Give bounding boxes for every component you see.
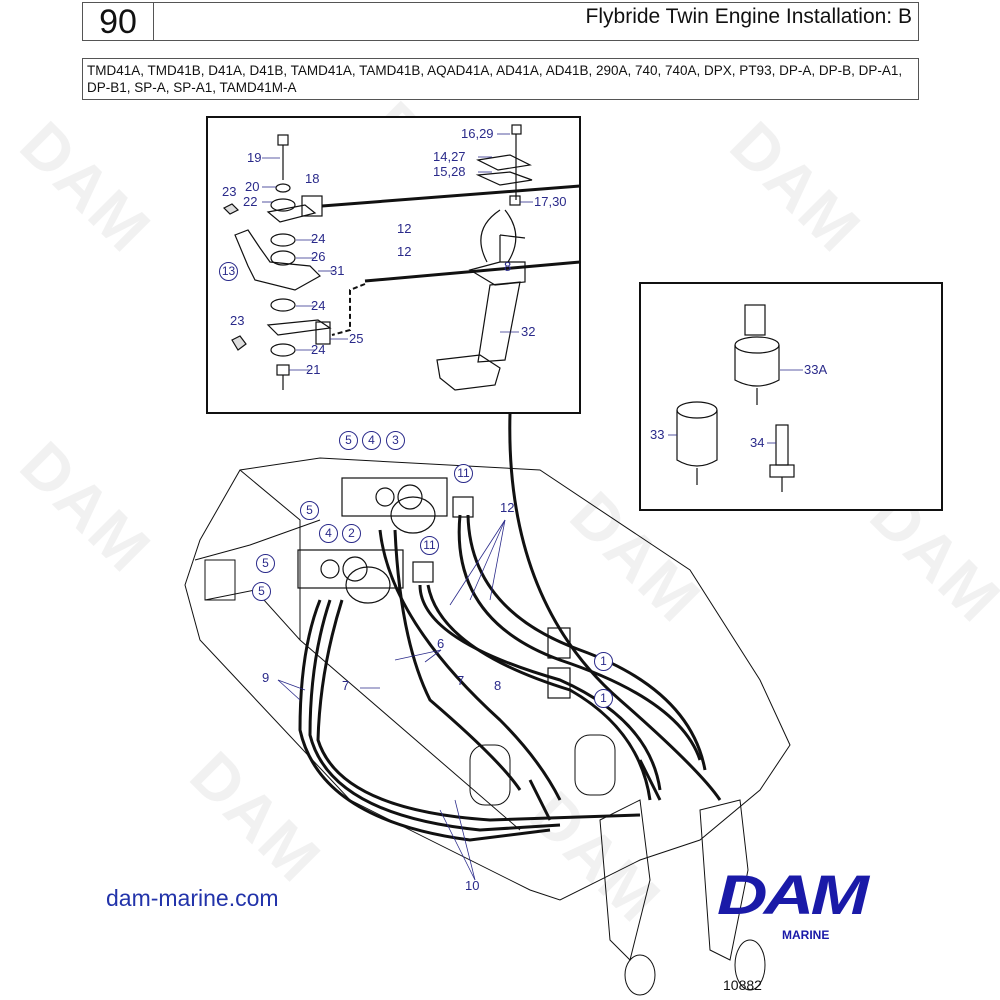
callout-33: 33 xyxy=(650,427,665,442)
callout-25: 25 xyxy=(349,331,364,346)
control-cables xyxy=(298,412,722,842)
website-link[interactable]: dam-marine.com xyxy=(106,885,279,911)
figure-number: 10882 xyxy=(723,977,762,993)
callout-3: 3 xyxy=(386,431,405,450)
callout-31: 31 xyxy=(330,263,345,278)
callout-7: 7 xyxy=(457,673,465,688)
engine-mount-parts xyxy=(222,124,581,391)
callout-11: 11 xyxy=(454,464,473,483)
callout-5: 5 xyxy=(300,501,319,520)
callout-12: 12 xyxy=(397,244,412,259)
callout-17-30: 17,30 xyxy=(534,194,567,209)
helm-panels xyxy=(297,477,571,699)
callout-32: 32 xyxy=(521,324,536,339)
model-list: TMD41A, TMD41B, D41A, D41B, TAMD41A, TAM… xyxy=(82,58,919,100)
callout-10: 10 xyxy=(465,878,480,893)
logo-subtitle: MARINE xyxy=(782,928,830,942)
callout-19: 19 xyxy=(247,150,262,165)
callout-4: 4 xyxy=(362,431,381,450)
callout-9: 9 xyxy=(262,670,270,685)
callout-33a: 33A xyxy=(804,362,828,377)
callout-15-28: 15,28 xyxy=(433,164,466,179)
callout-34: 34 xyxy=(750,435,765,450)
callout-14-27: 14,27 xyxy=(433,149,466,164)
callout-23: 23 xyxy=(222,184,237,199)
callout-23: 23 xyxy=(230,313,245,328)
callout-21: 21 xyxy=(306,362,321,377)
callout-7: 7 xyxy=(342,678,350,693)
callout-6: 6 xyxy=(437,636,445,651)
callout-5: 5 xyxy=(256,554,275,573)
callout-5: 5 xyxy=(252,582,271,601)
boat-hull xyxy=(184,457,791,996)
sensor-inset-frame xyxy=(639,282,943,511)
page-number: 90 xyxy=(82,2,154,41)
callout-5: 5 xyxy=(339,431,358,450)
callout-16-29: 16,29 xyxy=(461,126,494,141)
callout-22: 22 xyxy=(243,194,258,209)
callout-4: 4 xyxy=(319,524,338,543)
dam-logo: DAM xyxy=(717,863,869,926)
callout-12: 12 xyxy=(500,500,515,515)
callout-8: 8 xyxy=(504,259,512,274)
callout-11: 11 xyxy=(420,536,439,555)
callout-18: 18 xyxy=(305,171,320,186)
callout-24: 24 xyxy=(311,231,326,246)
callout-8: 8 xyxy=(494,678,502,693)
callout-2: 2 xyxy=(342,524,361,543)
callout-12: 12 xyxy=(397,221,412,236)
callout-13: 13 xyxy=(219,262,238,281)
callout-24: 24 xyxy=(311,298,326,313)
callout-24: 24 xyxy=(311,342,326,357)
callout-1: 1 xyxy=(594,689,613,708)
callout-26: 26 xyxy=(311,249,326,264)
pressure-sensors xyxy=(676,304,795,492)
callout-1: 1 xyxy=(594,652,613,671)
callout-20: 20 xyxy=(245,179,260,194)
title-box: Flybride Twin Engine Installation: B xyxy=(153,2,919,41)
leader-lines xyxy=(262,133,803,881)
page-title: Flybride Twin Engine Installation: B xyxy=(585,5,912,28)
